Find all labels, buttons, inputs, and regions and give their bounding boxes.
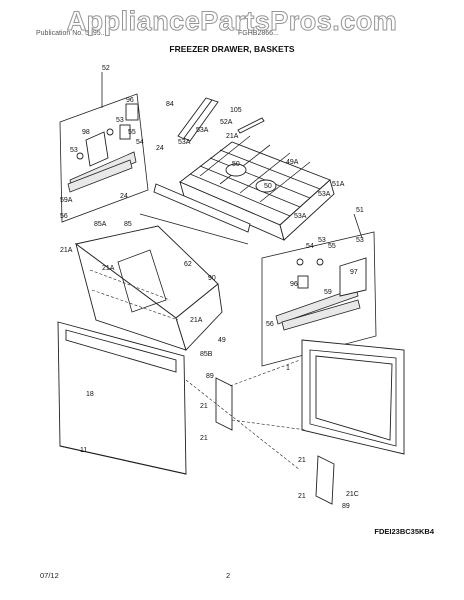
upper-basket-rails [177, 97, 265, 142]
callout-label: 53A [178, 139, 191, 146]
callout-label: 96 [290, 281, 298, 288]
callout-label: 21A [226, 133, 239, 140]
callout-label: 52 [102, 65, 110, 72]
callout-label: 21 [298, 493, 306, 500]
callout-label: 84 [166, 101, 174, 108]
hinge-bracket-lower [315, 455, 335, 505]
callout-label: 24 [156, 145, 164, 152]
header-right-text: FGHB2866... [238, 30, 279, 37]
callout-label: 54 [136, 139, 144, 146]
callout-label: 89 [342, 503, 350, 510]
callout-label: 21 [200, 403, 208, 410]
right-rail-assembly [261, 213, 377, 367]
callout-label: 56 [266, 321, 274, 328]
callout-label: 21A [102, 265, 115, 272]
callout-label: 53 [116, 117, 124, 124]
callout-label: 51 [356, 207, 364, 214]
freezer-bin [74, 225, 223, 351]
callout-label: 21A [190, 317, 203, 324]
footer-date: 07/12 [40, 571, 59, 580]
callout-label: 53 [70, 147, 78, 154]
callout-label: 96 [126, 97, 134, 104]
model-number: FDEI23BC35KB4 [374, 527, 434, 536]
callout-label: 98 [82, 129, 90, 136]
callout-label: 11 [80, 447, 87, 454]
callout-label: 50 [232, 161, 240, 168]
watermark: AppliancePartsPros.com [66, 6, 398, 37]
callout-label: 89 [206, 373, 214, 380]
callout-label: 49 [218, 337, 226, 344]
callout-label: 53A [196, 127, 209, 134]
callout-label: 56 [60, 213, 68, 220]
callout-label: 51A [332, 181, 345, 188]
callout-label: 85B [200, 351, 213, 358]
callout-label: 50 [264, 183, 272, 190]
callout-label: 52A [220, 119, 233, 126]
page-number: 2 [226, 571, 231, 580]
callout-labels: 52 96 53 98 55 53 54 59A 56 84 105 52A 5… [60, 65, 364, 510]
callout-label: 24 [120, 193, 128, 200]
callout-label: 59 [324, 289, 332, 296]
callout-label: 85 [124, 221, 132, 228]
callout-label: 62 [184, 261, 192, 268]
callout-label: 97 [350, 269, 358, 276]
hinge-bracket-upper [215, 377, 233, 431]
header-left-text: Publication No. 5995... [36, 30, 107, 37]
page-title: FREEZER DRAWER, BASKETS [169, 44, 295, 54]
callout-label: 21A [60, 247, 73, 254]
wire-basket [179, 135, 335, 241]
callout-label: 53A [318, 191, 331, 198]
callout-label: 49A [286, 159, 299, 166]
callout-label: 55 [328, 243, 336, 250]
callout-label: 59A [60, 197, 73, 204]
callout-label: 21 [298, 457, 306, 464]
callout-label: 105 [230, 107, 242, 114]
callout-label: 55 [128, 129, 136, 136]
callout-label: 90 [208, 275, 216, 282]
callout-label: 85A [94, 221, 107, 228]
callout-label: 21C [346, 491, 359, 498]
callout-label: 1 [286, 365, 290, 372]
callout-label: 54 [306, 243, 314, 250]
callout-label: 53 [356, 237, 364, 244]
callout-label: 53A [294, 213, 307, 220]
slide-bar [153, 183, 251, 233]
left-rail-assembly [59, 72, 149, 223]
callout-label: 53 [318, 237, 326, 244]
door-gasket-frame [301, 339, 405, 455]
callout-label: 21 [200, 435, 208, 442]
drawer-front-panel [57, 321, 187, 475]
callout-label: 18 [86, 391, 94, 398]
